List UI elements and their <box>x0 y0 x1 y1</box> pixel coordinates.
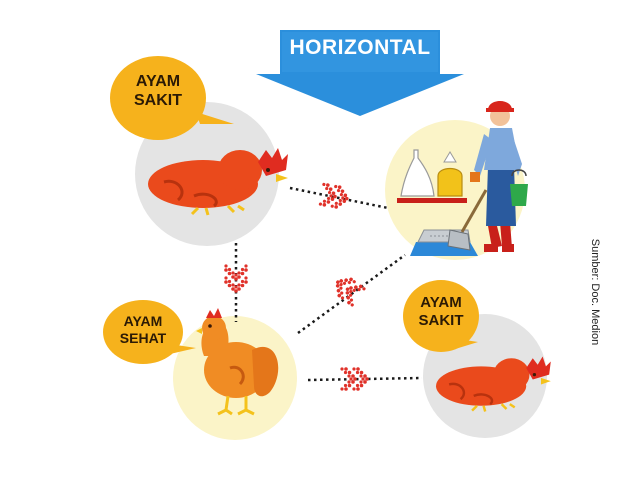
farm-worker-icon <box>470 101 522 252</box>
healthy-hen-bubble-text: AYAM SEHAT <box>119 313 167 346</box>
banner-label: HORIZONTAL <box>289 36 431 59</box>
speech-bubble-sick-bottom <box>403 280 479 352</box>
healthy-hen <box>196 308 279 416</box>
healthy-hen-bubble-label: AYAM SEHAT <box>103 313 183 347</box>
sick-hen-top <box>148 148 288 216</box>
chevron-arrow-top <box>318 182 351 211</box>
feeder-icon <box>433 151 467 203</box>
sick-hen-bottom-bubble-label: AYAM SAKIT <box>401 294 481 330</box>
speech-bubble-sick-top <box>110 56 234 140</box>
connector-top <box>289 186 389 210</box>
horizontal-banner-arrow <box>256 30 464 116</box>
drinker-icon <box>397 149 437 203</box>
connector-bottom <box>307 376 423 382</box>
speech-bubble-healthy <box>103 300 196 364</box>
farm-equipment-group <box>397 101 528 256</box>
chevron-arrow-diagonal <box>329 271 367 308</box>
shovel-icon <box>447 189 488 251</box>
bucket-icon <box>510 169 528 206</box>
sick-hen-top-bubble-text: AYAM SAKIT <box>134 73 182 110</box>
sick-hen-bottom <box>436 356 551 412</box>
sick-hen-top-bubble-label: AYAM SAKIT <box>113 72 203 110</box>
sick-hen-bottom-bubble-text: AYAM SAKIT <box>418 294 464 329</box>
source-text: Sumber: Doc. Medion <box>589 238 601 346</box>
